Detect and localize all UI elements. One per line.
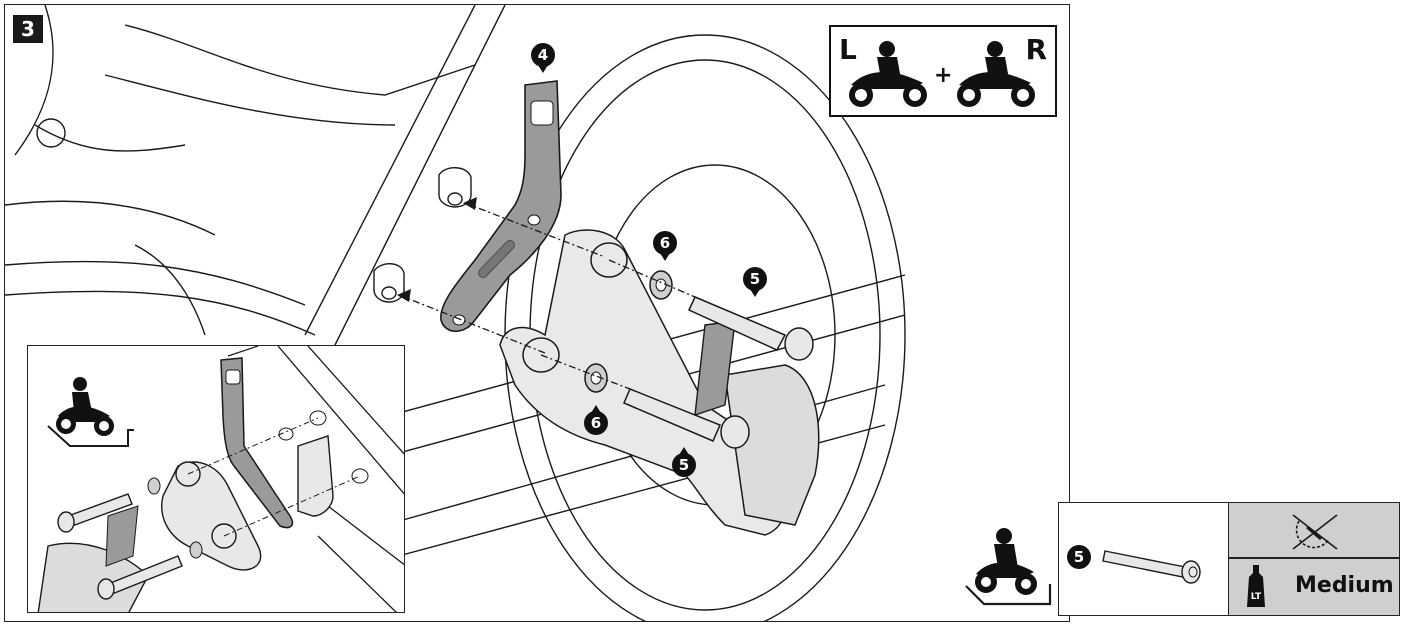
- step-number: 3: [13, 15, 43, 43]
- plus-sign: +: [934, 63, 953, 88]
- threadlock-strength-label: Medium: [1295, 573, 1394, 598]
- detail-inset-drawing: [37, 346, 404, 612]
- spec-divider: [1229, 557, 1399, 559]
- spec-box: 5 LT Medium: [1058, 502, 1400, 616]
- motorcycle-left-icon: [849, 41, 927, 107]
- threadlock-bottle-icon: LT: [1247, 565, 1265, 607]
- spec-part-panel: 5: [1059, 503, 1229, 615]
- callout-bracket: 4: [531, 43, 555, 73]
- callout-bolt-upper: 5: [743, 267, 767, 297]
- spec-threadlock-panel: LT Medium: [1229, 503, 1399, 615]
- both-sides-indicator: L + R: [829, 25, 1057, 117]
- main-diagram-frame: 3 L + R 4 6 5 6 5: [4, 4, 1070, 622]
- callout-washer-upper: 6: [653, 231, 677, 261]
- left-side-label: L: [839, 33, 857, 66]
- detail-inset: [27, 345, 405, 613]
- callout-bolt-lower: 5: [672, 447, 696, 477]
- motorcycle-side-arrow-icon: [965, 528, 1052, 606]
- right-side-label: R: [1025, 33, 1047, 66]
- bolt-icon: [1102, 550, 1201, 584]
- no-wrench-icon: [1292, 514, 1338, 550]
- threadlock-bottle-text: LT: [1251, 592, 1262, 602]
- motorcycle-right-icon: [957, 41, 1035, 107]
- spec-part-callout: 5: [1067, 545, 1091, 569]
- callout-washer-lower: 6: [584, 405, 608, 435]
- main-diagram-drawing: [5, 5, 906, 621]
